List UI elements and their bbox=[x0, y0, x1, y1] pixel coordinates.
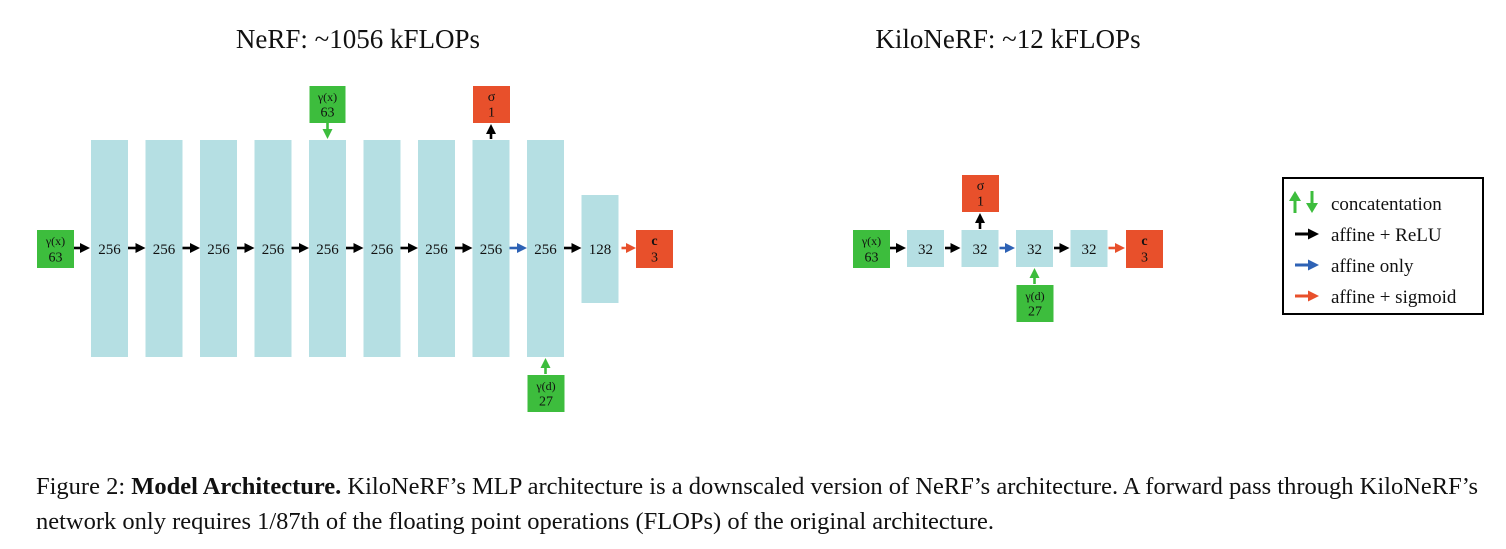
diagram-group: 256 256 256 256 256 256 256 256 256 128 γ(x) 63 c 3 γ(… bbox=[37, 86, 1163, 412]
kilonerf-output-c bbox=[1126, 230, 1163, 268]
nerf-layer-label: 256 bbox=[98, 242, 121, 258]
nerf-arrow-head bbox=[517, 243, 527, 253]
nerf-layer bbox=[200, 140, 237, 357]
legend: concatentation affine + ReLU affine only af… bbox=[1282, 177, 1484, 315]
legend-label: concatentation bbox=[1331, 194, 1442, 215]
nerf-output-c-dim: 3 bbox=[651, 251, 658, 266]
kilonerf-input-x-symbol: γ(x) bbox=[861, 234, 881, 248]
nerf-arrow-head bbox=[408, 243, 418, 253]
concat-up-icon-head bbox=[1289, 191, 1301, 201]
legend-arrow-icon-head bbox=[1308, 290, 1319, 302]
kilonerf-input-x-dim: 63 bbox=[865, 251, 879, 266]
kilonerf-arrow-head bbox=[950, 243, 961, 253]
nerf-output-c bbox=[636, 230, 673, 268]
nerf-output-sigma bbox=[473, 86, 510, 123]
kilonerf-output-sigma-dim: 1 bbox=[977, 195, 984, 210]
caption-prefix: Figure 2: bbox=[36, 473, 132, 500]
kilonerf-output-sigma-symbol: σ bbox=[977, 179, 985, 194]
nerf-title: NeRF: ~1056 kFLOPs bbox=[236, 24, 480, 54]
nerf-layer-label: 256 bbox=[480, 242, 503, 258]
nerf-input-x-dim: 63 bbox=[49, 251, 63, 266]
nerf-arrow-head bbox=[353, 243, 364, 253]
kilonerf-input-d-dim: 27 bbox=[1028, 305, 1042, 320]
nerf-layer bbox=[309, 140, 346, 357]
nerf-input-d bbox=[527, 375, 565, 412]
nerf-layer bbox=[581, 195, 619, 303]
legend-label: affine only bbox=[1331, 256, 1414, 277]
kilonerf-output-c-symbol: c bbox=[1141, 234, 1147, 249]
nerf-skip-x-symbol: γ(x) bbox=[317, 90, 337, 104]
kilonerf-arrow-head bbox=[1005, 243, 1015, 253]
kilonerf-layer bbox=[907, 230, 944, 267]
nerf-skip-x-dim: 63 bbox=[321, 106, 335, 121]
nerf-layer-label: 256 bbox=[207, 242, 230, 258]
nerf-arrow-head bbox=[135, 243, 146, 253]
legend-arrow-icon-head bbox=[1308, 259, 1319, 271]
nerf-arrow-sigmoid-head bbox=[626, 243, 636, 253]
nerf-layer-label: 256 bbox=[425, 242, 448, 258]
kilonerf-d-arrow-head bbox=[1029, 268, 1040, 278]
nerf-layer bbox=[145, 140, 183, 357]
nerf-layer-label: 256 bbox=[534, 242, 557, 258]
legend-label: affine + ReLU bbox=[1331, 225, 1442, 246]
nerf-input-d-symbol: γ(d) bbox=[535, 379, 555, 393]
kilonerf-sigma-arrow-head bbox=[975, 213, 985, 223]
kilonerf-output-c-dim: 3 bbox=[1141, 251, 1148, 266]
nerf-layer-label: 256 bbox=[153, 242, 176, 258]
kilonerf-input-x bbox=[853, 230, 890, 268]
nerf-input-d-dim: 27 bbox=[539, 395, 553, 410]
kilonerf-arrow-head bbox=[1059, 243, 1070, 253]
nerf-sigma-arrow-head bbox=[486, 124, 496, 134]
nerf-arrow-head bbox=[190, 243, 200, 253]
nerf-arrow-head bbox=[299, 243, 309, 253]
caption-bold: Model Architecture. bbox=[131, 473, 342, 500]
nerf-layer bbox=[254, 140, 292, 357]
nerf-input-x-symbol: γ(x) bbox=[45, 234, 65, 248]
kilonerf-input-d bbox=[1016, 285, 1054, 322]
nerf-skip-arrow-head bbox=[322, 129, 333, 139]
nerf-arrow-head bbox=[244, 243, 255, 253]
nerf-arrow-in-head bbox=[80, 243, 90, 253]
legend-label: affine + sigmoid bbox=[1331, 287, 1457, 308]
legend-arrow-icon-head bbox=[1308, 228, 1319, 240]
nerf-layer-label: 256 bbox=[316, 242, 339, 258]
kilonerf-layer-label: 32 bbox=[973, 242, 988, 258]
kilonerf-arrow-in-head bbox=[896, 243, 906, 253]
kilonerf-layer bbox=[961, 230, 999, 267]
nerf-output-c-symbol: c bbox=[651, 234, 657, 249]
nerf-layer bbox=[527, 140, 564, 357]
kilonerf-layer-label: 32 bbox=[918, 242, 933, 258]
kilonerf-layer-label: 32 bbox=[1027, 242, 1042, 258]
figure-caption: Figure 2: Model Architecture. KiloNeRF’s… bbox=[36, 469, 1486, 539]
kilonerf-input-d-symbol: γ(d) bbox=[1024, 289, 1044, 303]
nerf-arrow-head bbox=[462, 243, 473, 253]
nerf-arrow-head bbox=[571, 243, 582, 253]
nerf-layer-label: 256 bbox=[371, 242, 394, 258]
kilonerf-layer bbox=[1016, 230, 1053, 267]
legend-frame bbox=[1282, 177, 1484, 315]
nerf-layer-label: 256 bbox=[262, 242, 285, 258]
kilonerf-output-sigma bbox=[962, 175, 999, 212]
concat-down-icon-head bbox=[1306, 203, 1318, 213]
nerf-layer bbox=[472, 140, 510, 357]
kilonerf-layer bbox=[1070, 230, 1108, 267]
nerf-output-sigma-dim: 1 bbox=[488, 106, 495, 121]
caption-text: KiloNeRF’s MLP architecture is a downsca… bbox=[36, 473, 1479, 535]
nerf-layer bbox=[363, 140, 401, 357]
nerf-layer-label: 128 bbox=[589, 242, 612, 258]
nerf-output-sigma-symbol: σ bbox=[488, 90, 496, 105]
nerf-layer bbox=[91, 140, 128, 357]
kilonerf-arrow-sigmoid-head bbox=[1115, 243, 1125, 253]
nerf-input-x bbox=[37, 230, 74, 268]
kilonerf-title: KiloNeRF: ~12 kFLOPs bbox=[875, 24, 1140, 54]
kilonerf-layer-label: 32 bbox=[1082, 242, 1097, 258]
nerf-skip-x bbox=[309, 86, 346, 123]
nerf-d-arrow-head bbox=[540, 358, 551, 368]
nerf-layer bbox=[418, 140, 455, 357]
